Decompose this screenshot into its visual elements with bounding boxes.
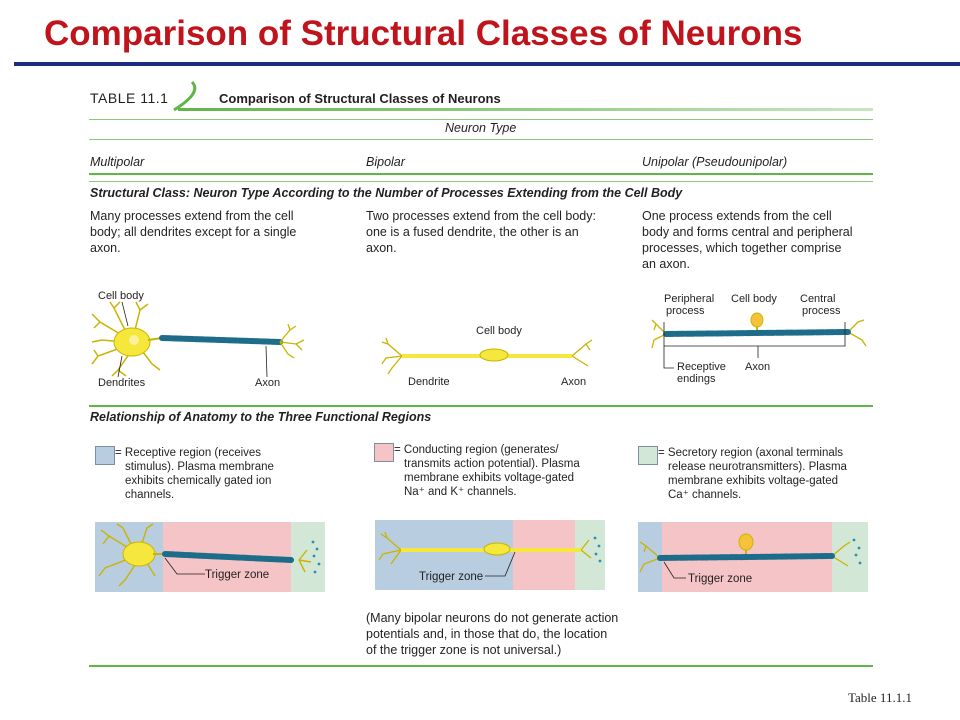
conducting-region-swatch <box>374 443 394 462</box>
note-line: (Many bipolar neurons do not generate ac… <box>366 611 619 625</box>
section-functional-regions: Relationship of Anatomy to the Three Fun… <box>90 410 432 424</box>
rule <box>89 405 873 407</box>
legend-line: stimulus). Plasma membrane <box>125 461 274 473</box>
unipolar-neuron-functional <box>639 533 862 579</box>
legend-line: Na⁺ and K⁺ channels. <box>404 486 517 498</box>
bipolar-cell-body-label: Cell body <box>476 325 522 337</box>
unipolar-neuron-illustration <box>651 312 867 349</box>
bipolar-axon-label: Axon <box>561 376 587 388</box>
column-unipolar: Unipolar (Pseudounipolar) <box>642 155 788 169</box>
trigger-zone-label: Trigger zone <box>205 569 270 581</box>
unipolar-region-panel: Trigger zone <box>638 522 868 592</box>
label-line: Receptive <box>677 361 726 373</box>
description-line: axon. <box>90 241 121 255</box>
table-title: Comparison of Structural Classes of Neur… <box>219 91 501 106</box>
secretory-region <box>575 520 605 590</box>
multipolar-dendrites-label: Dendrites <box>98 377 146 389</box>
description-line: processes, which together comprise <box>642 241 842 255</box>
bipolar-region-panel: Trigger zone <box>375 520 605 590</box>
legend-line: Ca⁺ channels. <box>668 489 742 501</box>
section-structural-class: Structural Class: Neuron Type According … <box>90 186 683 200</box>
trigger-zone-label: Trigger zone <box>688 573 753 585</box>
note-line: of the trigger zone is not universal.) <box>366 643 562 657</box>
label-line: endings <box>677 373 716 385</box>
description-line: Two processes extend from the cell body: <box>366 209 596 223</box>
rule <box>89 665 873 667</box>
multipolar-cell-body-label: Cell body <box>98 290 144 302</box>
legend-line: = Secretory region (axonal terminals <box>658 447 844 459</box>
secretory-region-swatch <box>638 446 658 465</box>
legend-line: exhibits chemically gated ion <box>125 475 272 487</box>
rule <box>89 139 873 140</box>
trigger-zone-label: Trigger zone <box>419 571 484 583</box>
bipolar-neuron-functional <box>378 531 602 577</box>
column-multipolar: Multipolar <box>90 155 145 169</box>
unipolar-cell-body-label: Cell body <box>731 293 777 305</box>
unipolar-peripheral-label: Peripheral process <box>664 293 714 317</box>
legend-line: membrane exhibits voltage-gated <box>404 472 575 484</box>
slide-footer: Table 11.1.1 <box>848 690 912 705</box>
label-line: process <box>666 305 705 317</box>
secretory-region <box>291 522 325 592</box>
legend-line: = Receptive region (receives <box>115 447 262 459</box>
description-line: an axon. <box>642 257 690 271</box>
multipolar-neuron-functional <box>98 523 321 587</box>
legend-line: transmits action potential). Plasma <box>404 458 580 470</box>
multipolar-axon-label: Axon <box>255 377 281 389</box>
multipolar-region-panel: Trigger zone <box>95 522 325 592</box>
rule <box>89 173 873 175</box>
description-line: One process extends from the cell <box>642 209 832 223</box>
unipolar-central-label: Central process <box>800 293 841 317</box>
description-line: one is a fused dendrite, the other is an <box>366 225 579 239</box>
bipolar-neuron-illustration <box>381 337 593 375</box>
note-line: potentials and, in those that do, the lo… <box>366 627 608 641</box>
slide-title: Comparison of Structural Classes of Neur… <box>44 14 803 53</box>
description-line: body and forms central and peripheral <box>642 225 853 239</box>
legend-line: = Conducting region (generates/ <box>394 444 559 456</box>
legend-line: channels. <box>125 489 175 501</box>
rule <box>89 181 873 182</box>
unipolar-axon-label: Axon <box>745 361 771 373</box>
table-title-swoosh <box>173 80 873 112</box>
description-line: Many processes extend from the cell <box>90 209 294 223</box>
table-number: TABLE 11.1 <box>90 90 169 106</box>
description-line: axon. <box>366 241 397 255</box>
neuron-type-header: Neuron Type <box>445 121 517 135</box>
bipolar-dendrite-label: Dendrite <box>408 376 450 388</box>
rule <box>89 119 873 120</box>
label-line: Peripheral <box>664 293 715 305</box>
secretory-region <box>832 522 868 592</box>
description-line: body; all dendrites except for a single <box>90 225 297 239</box>
label-line: process <box>802 305 841 317</box>
column-bipolar: Bipolar <box>366 155 405 169</box>
label-line: Central <box>800 293 836 305</box>
receptive-region-swatch <box>95 446 115 465</box>
legend-line: release neurotransmitters). Plasma <box>668 461 847 473</box>
conducting-region <box>513 520 575 590</box>
title-divider <box>14 62 960 66</box>
legend-line: membrane exhibits voltage-gated <box>668 475 839 487</box>
unipolar-receptive-label: Receptive endings <box>677 361 726 385</box>
multipolar-neuron-illustration <box>91 301 305 377</box>
